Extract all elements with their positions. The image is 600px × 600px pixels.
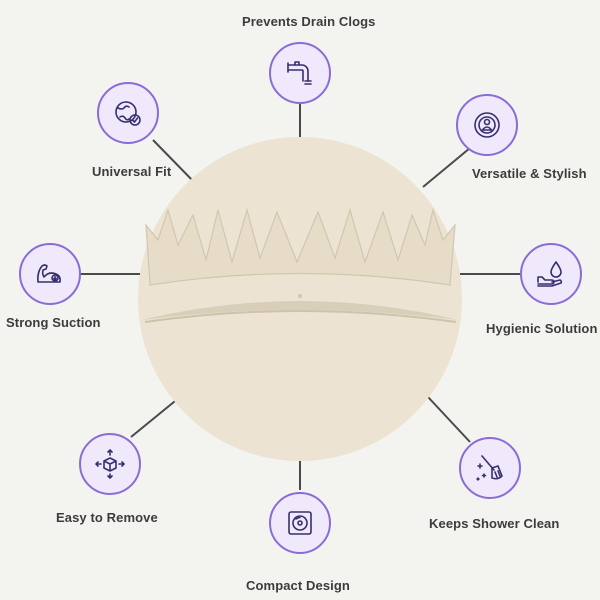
- strong-suction-badge: [19, 243, 81, 305]
- keeps-shower-clean-label: Keeps Shower Clean: [429, 516, 560, 531]
- person-target-icon: [474, 112, 500, 138]
- cube-arrows-icon: [95, 449, 125, 479]
- easy-to-remove-label: Easy to Remove: [56, 510, 158, 525]
- hygienic-solution-label: Hygienic Solution: [486, 321, 598, 336]
- connector-line: [130, 396, 181, 438]
- connector-line: [422, 147, 471, 188]
- compact-design-label: Compact Design: [246, 578, 350, 593]
- universal-fit-label: Universal Fit: [92, 164, 172, 179]
- versatile-stylish-label: Versatile & Stylish: [472, 166, 587, 181]
- hygienic-solution-badge: [520, 243, 582, 305]
- keeps-shower-clean-badge: [459, 437, 521, 499]
- prevents-drain-clogs-label: Prevents Drain Clogs: [242, 14, 376, 29]
- drain-catcher-product: [138, 137, 462, 461]
- globe-check-icon: [115, 101, 141, 126]
- strong-suction-label: Strong Suction: [6, 315, 101, 330]
- compact-design-badge: [269, 492, 331, 554]
- flexed-arm-icon: [37, 264, 61, 283]
- universal-fit-badge: [97, 82, 159, 144]
- drop-hand-icon: [537, 261, 563, 287]
- connector-line: [427, 396, 471, 443]
- connector-line: [152, 139, 196, 184]
- broom-sparkle-icon: [476, 455, 503, 481]
- easy-to-remove-badge: [79, 433, 141, 495]
- prevents-drain-clogs-badge: [269, 42, 331, 104]
- versatile-stylish-badge: [456, 94, 518, 156]
- disc-box-icon: [288, 511, 312, 535]
- pipe-icon: [287, 61, 312, 85]
